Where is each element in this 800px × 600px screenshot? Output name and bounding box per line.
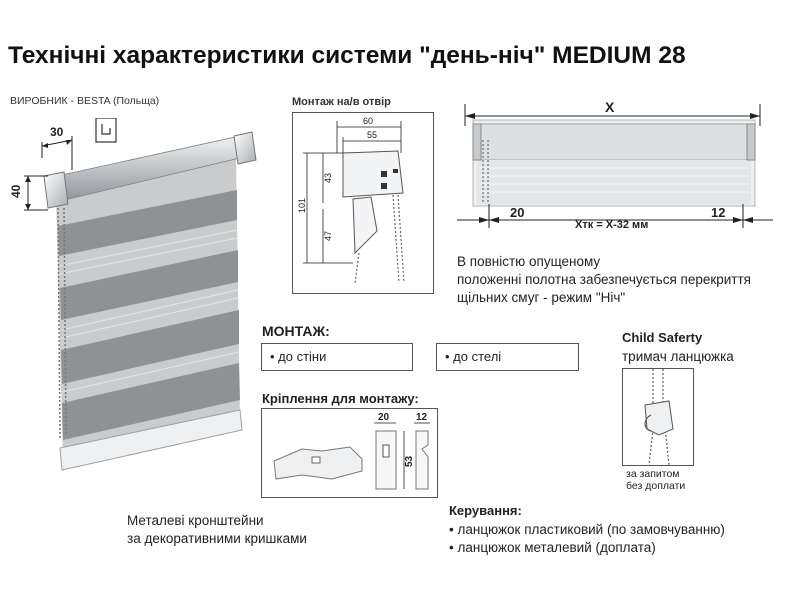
width-diagram: X 20 12 Xтк = X-32 мм [455, 96, 775, 236]
width-dim-right: 12 [711, 205, 725, 220]
mounting-title: МОНТАЖ: [262, 323, 330, 339]
fastening-dim-depth: 12 [416, 412, 428, 423]
mount-dim-lower: 47 [323, 231, 333, 241]
manufacturer-label: ВИРОБНИК - BESTA (Польща) [10, 95, 160, 107]
control-item: • ланцюжок пластиковий (по замовчуванню) [449, 522, 725, 537]
mount-diagram: 60 55 101 43 47 [292, 112, 434, 294]
mounting-option-ceiling: • до стелі [436, 343, 579, 371]
width-dim-x: X [605, 99, 615, 115]
mount-diagram-title: Монтаж на/в отвір [292, 96, 391, 108]
mount-dim-total: 101 [297, 198, 307, 213]
fastening-diagram: 20 12 53 [261, 408, 438, 498]
mount-dim-inner: 55 [367, 130, 377, 140]
night-mode-line: положенні полотна забезпечується перекри… [457, 272, 751, 287]
fastening-title: Кріплення для монтажу: [262, 391, 419, 406]
child-safety-title: Child Saferty [622, 330, 703, 345]
fastening-dim-height: 53 [404, 455, 415, 467]
child-safety-note: за запитом без доплати [626, 468, 685, 492]
night-mode-line: В повністю опущеному [457, 254, 601, 269]
blind-illustration: 30 40 [8, 117, 258, 473]
night-mode-line: щільних смуг - режим "Ніч" [457, 290, 626, 305]
control-title: Керування: [449, 503, 522, 518]
chain-holder-illustration [622, 368, 694, 466]
child-safety-subtitle: тримач ланцюжка [622, 349, 734, 364]
child-safety-note-line: за запитом [626, 468, 680, 480]
fastening-caption-line: Металеві кронштейни [127, 513, 264, 528]
fastening-dim-width: 20 [378, 412, 390, 423]
mount-dim-upper: 43 [323, 173, 333, 183]
night-mode-text: В повністю опущеному положенні полотна з… [457, 253, 751, 307]
width-dim-left: 20 [510, 205, 524, 220]
hand-icon [95, 117, 117, 143]
fastening-caption: Металеві кронштейни за декоративними кри… [127, 512, 307, 548]
blind-dim-width: 30 [50, 125, 64, 139]
mount-dim-outer: 60 [363, 116, 373, 126]
control-list: • ланцюжок пластиковий (по замовчуванню)… [449, 521, 725, 557]
mounting-option-wall: • до стіни [261, 343, 413, 371]
fastening-caption-line: за декоративними кришками [127, 531, 307, 546]
width-formula: Xтк = X-32 мм [575, 219, 648, 231]
child-safety-note-line: без доплати [626, 480, 686, 492]
page-title: Технічні характеристики системи "день-ні… [8, 42, 686, 69]
blind-dim-height: 40 [9, 184, 23, 198]
control-item: • ланцюжок металевий (доплата) [449, 540, 656, 555]
